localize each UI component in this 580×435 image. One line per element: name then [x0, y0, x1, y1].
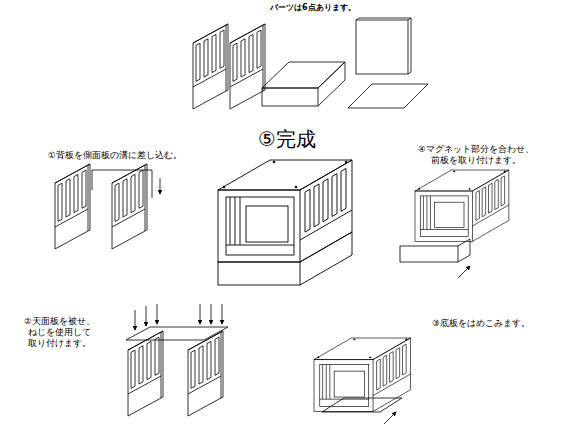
- step-caption: ④マグネット部分を合わせ、 前板を取り付けます。: [418, 144, 534, 166]
- step-2-figure: [135, 310, 136, 330]
- step-4-figure: [458, 239, 470, 262]
- step-2-figure: [200, 304, 201, 324]
- step-2-figure: [188, 331, 223, 416]
- parts-set: [348, 84, 428, 108]
- parts-note: パーツは6点あります。: [270, 3, 356, 13]
- step-3-figure: [314, 338, 410, 411]
- step-2-figure: [222, 304, 223, 324]
- step-1-figure: [160, 178, 161, 194]
- parts-set: [193, 18, 428, 109]
- step-1-figure: [55, 164, 90, 249]
- parts-set: [262, 62, 345, 88]
- parts-set: [318, 62, 345, 106]
- step-2-figure: [211, 304, 212, 324]
- step-1-figure: [55, 164, 160, 249]
- parts-set: [356, 18, 411, 74]
- parts-set: [230, 24, 265, 109]
- step-title: ⑤完成: [258, 126, 316, 152]
- completed-box: [218, 160, 352, 285]
- step-1-figure: [112, 164, 147, 249]
- step-4-figure: [400, 246, 458, 262]
- step-caption: ①背板を側面板の溝に差し込む。: [48, 150, 182, 161]
- step-caption: ③底板をはめこみます。: [432, 318, 530, 329]
- step-2-figure: [128, 331, 163, 416]
- step-3-figure: [314, 338, 410, 424]
- step-3-figure: [322, 398, 402, 412]
- completed-box: [300, 232, 352, 285]
- step-4-figure: [415, 170, 509, 241]
- step-caption: ②天面板を被せ、 ねじを使用して 取り付けます。: [24, 316, 95, 349]
- step-3-figure: [384, 412, 396, 424]
- parts-set: [193, 24, 228, 109]
- parts-set: [356, 20, 408, 74]
- completed-box: [218, 160, 352, 262]
- parts-set: [262, 88, 318, 106]
- step-4-figure: [458, 266, 470, 278]
- completed-box: [218, 262, 300, 285]
- step-2-figure: [146, 306, 147, 326]
- step-2-figure: [126, 304, 228, 416]
- step-4-figure: [400, 170, 509, 278]
- step-2-figure: [157, 304, 158, 324]
- step-2-figure: [126, 327, 228, 340]
